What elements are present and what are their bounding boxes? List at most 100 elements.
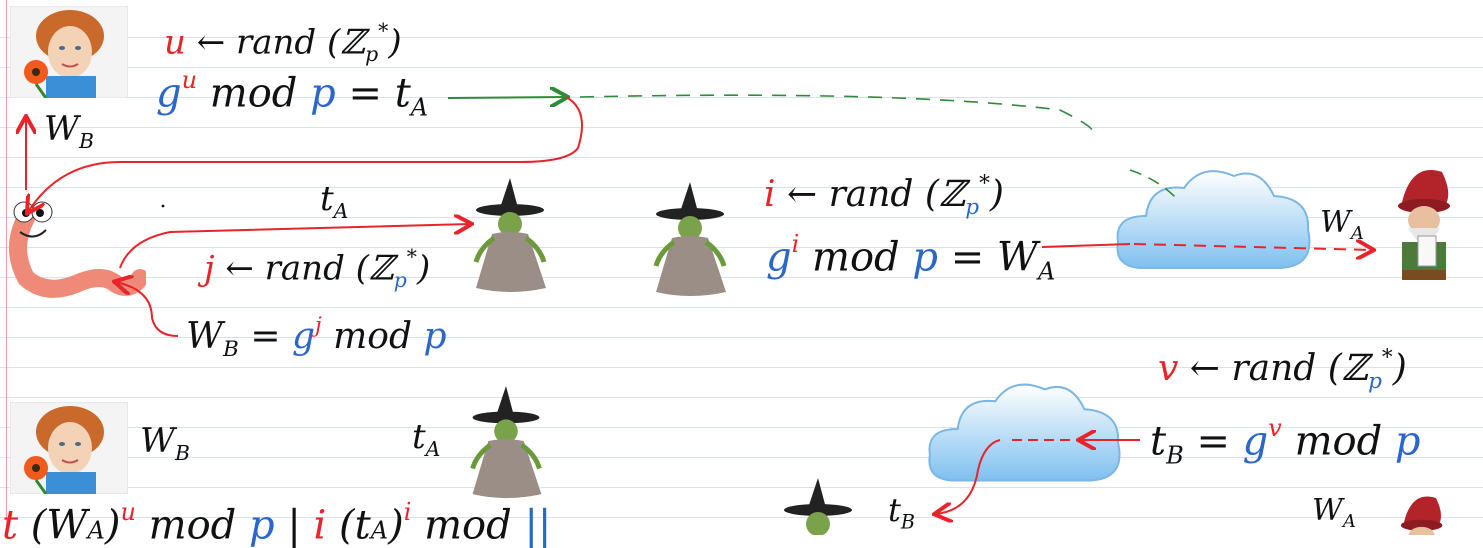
- wA-sub: A: [1038, 257, 1056, 286]
- row2-wA-label: WA: [1312, 496, 1356, 531]
- cloud-icon: [1116, 170, 1311, 269]
- witch-icon: [653, 182, 727, 296]
- g-exponent: u: [181, 66, 198, 95]
- w-letter: W: [1312, 493, 1343, 528]
- g-symbol: g: [1242, 418, 1269, 465]
- w-sub: B: [174, 440, 190, 465]
- t-letter: t: [888, 491, 901, 529]
- wB-eq-line: WB = gj mod p: [186, 314, 447, 363]
- w-letter: W: [140, 421, 175, 461]
- eq-sign: =: [250, 316, 281, 357]
- rand-sub: p: [965, 195, 980, 221]
- rand-close: ): [388, 22, 402, 63]
- mod-label: mod: [1294, 418, 1383, 465]
- rand-sup: *: [1381, 344, 1393, 370]
- rand-sub: p: [365, 42, 379, 67]
- rand-label: ← rand (ℤ: [196, 22, 366, 63]
- t-sub: A: [333, 198, 349, 223]
- w-letter: W: [44, 109, 79, 149]
- mod-label: mod: [148, 502, 237, 548]
- exp-u: u: [120, 498, 136, 527]
- eq-tA: = t: [348, 70, 411, 117]
- g-exponent: i: [791, 230, 800, 259]
- rand-sub: p: [393, 268, 407, 293]
- g-symbol: g: [766, 234, 792, 281]
- j-var: j: [204, 248, 215, 289]
- t-sub: B: [900, 510, 915, 534]
- rand-sup: *: [378, 18, 389, 43]
- u-var: u: [164, 22, 186, 63]
- row2-wB-label: WB: [140, 424, 190, 463]
- bottom-formula-partial: t (WA)u mod p | i (tA)i mod ||: [2, 498, 552, 548]
- tB-eq-line: tB = gv mod p: [1150, 416, 1421, 470]
- t-sub: B: [1166, 441, 1184, 470]
- cloud-entry-dash: [1129, 169, 1181, 203]
- alice-photo: [10, 6, 128, 98]
- rand-close: ): [1392, 348, 1407, 389]
- i-var: i: [313, 502, 327, 548]
- eq-sign: =: [1196, 418, 1230, 465]
- rand-sub: p: [1368, 369, 1382, 395]
- g-symbol: g: [291, 316, 316, 357]
- alice-photo: [10, 402, 128, 494]
- rand-close: ): [417, 248, 431, 289]
- witch-icon: [784, 478, 852, 535]
- g-u-mod-p-line: gu mod p = tA: [156, 68, 429, 122]
- gnome-bob-icon: [1400, 496, 1443, 535]
- p-symbol: p: [249, 502, 275, 548]
- row2-tA-label: tA: [412, 420, 440, 459]
- tA-to-cloud-arrow: [447, 97, 566, 98]
- u-rand-line: u ← rand (ℤp*): [164, 21, 402, 67]
- mod-label: mod: [333, 316, 413, 357]
- g-exponent: v: [1268, 414, 1282, 443]
- exp-i: i: [403, 498, 412, 527]
- cloud-icon: [928, 383, 1121, 482]
- worm-tA-label: tA: [320, 182, 348, 221]
- wB-up-label: WB: [44, 112, 94, 151]
- rand-label: ← rand (ℤ: [225, 248, 394, 289]
- witch-icon: [473, 178, 547, 292]
- p-symbol: p: [912, 234, 938, 281]
- w-sub: A: [1350, 223, 1364, 244]
- tB-down-arrow: [936, 439, 1001, 514]
- bar: |: [287, 502, 301, 548]
- g-symbol: g: [156, 70, 182, 117]
- w-sub: A: [87, 516, 105, 545]
- t-sub: A: [370, 516, 389, 545]
- t-sub: A: [425, 436, 441, 461]
- i-var: i: [764, 174, 776, 215]
- notebook-margin-line: [6, 0, 7, 535]
- intercept-arrow: [28, 96, 583, 212]
- mod-label: mod: [812, 234, 900, 281]
- worm-to-witch-arrow: [119, 224, 470, 269]
- w-sub: B: [78, 128, 94, 153]
- rand-label: ← rand (ℤ: [786, 174, 966, 215]
- i-rand-line: i ← rand (ℤp*): [764, 172, 1004, 221]
- row2-tB-label: tB: [888, 494, 915, 532]
- tA-sub: A: [410, 93, 429, 122]
- wB-to-worm-arrow: [116, 282, 179, 337]
- t-letter: t: [412, 417, 426, 457]
- g-exponent: j: [315, 312, 322, 338]
- gnome-bob-icon: [1398, 170, 1450, 280]
- v-var: v: [1158, 348, 1179, 389]
- w-sub: B: [223, 337, 239, 363]
- w-letter: W: [1320, 205, 1351, 240]
- p-symbol: p: [310, 70, 336, 117]
- witch-icon: [470, 386, 542, 499]
- rand-sup: *: [979, 170, 990, 196]
- t-letter: t: [2, 502, 19, 548]
- w-sub: A: [1342, 511, 1356, 532]
- bars: ||: [524, 502, 552, 548]
- eq-wA: = W: [950, 234, 1039, 281]
- mod-label: mod: [424, 502, 512, 548]
- t-letter: t: [320, 179, 334, 219]
- t-letter: t: [1150, 418, 1167, 465]
- g-i-mod-p-line: gi mod p = WA: [766, 232, 1056, 286]
- wA-to-bob-arrow: [1041, 243, 1131, 248]
- t-paren: (t: [339, 502, 371, 548]
- mod-label: mod: [209, 70, 298, 117]
- p-symbol: p: [423, 316, 447, 357]
- w-letter: W: [186, 316, 224, 357]
- arrows-layer: [0, 0, 1483, 535]
